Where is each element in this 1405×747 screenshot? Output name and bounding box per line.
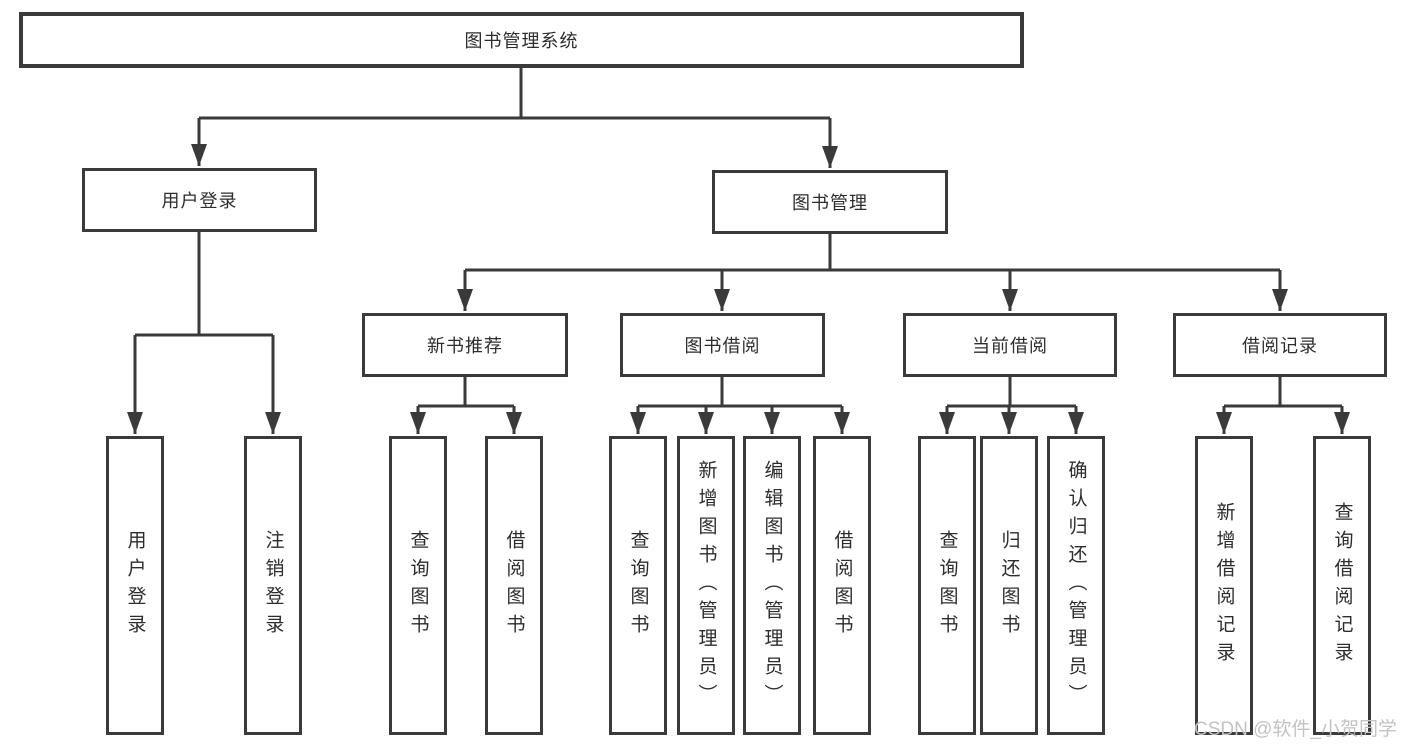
leaf-add-borrow-record: 新增借阅记录 (1195, 436, 1253, 735)
leaf-add-books-admin: 新增图书（管理员） (677, 436, 735, 735)
node-current-borrowing: 当前借阅 (903, 313, 1117, 377)
node-label: 查询借阅记录 (1331, 501, 1353, 670)
leaf-borrow-books-recommend: 借阅图书 (485, 436, 543, 735)
node-label: 注销登录 (262, 529, 284, 642)
node-label: 查询图书 (627, 529, 649, 642)
leaf-query-books-current: 查询图书 (918, 436, 976, 735)
node-label: 查询图书 (936, 529, 958, 642)
node-user-login: 用户登录 (82, 168, 317, 232)
leaf-query-books-recommend: 查询图书 (389, 436, 447, 735)
node-new-book-recommendation: 新书推荐 (362, 313, 568, 377)
leaf-edit-books-admin: 编辑图书（管理员） (743, 436, 801, 735)
leaf-return-books: 归还图书 (980, 436, 1038, 735)
node-label: 借阅图书 (503, 529, 525, 642)
node-label: 借阅记录 (1242, 336, 1318, 356)
node-label: 新书推荐 (427, 336, 503, 356)
node-label: 确认归还（管理员） (1065, 459, 1087, 712)
node-label: 新增借阅记录 (1213, 501, 1235, 670)
node-label: 查询图书 (407, 529, 429, 642)
node-label: 编辑图书（管理员） (761, 459, 783, 712)
node-book-management: 图书管理 (712, 170, 948, 234)
leaf-query-borrow-record: 查询借阅记录 (1313, 436, 1371, 735)
node-label: 新增图书（管理员） (695, 459, 717, 712)
leaf-logout-login: 注销登录 (244, 436, 302, 735)
node-borrowing-records: 借阅记录 (1173, 313, 1387, 377)
node-label: 用户登录 (124, 529, 146, 642)
leaf-borrow-books: 借阅图书 (813, 436, 871, 735)
leaf-confirm-return-admin: 确认归还（管理员） (1047, 436, 1105, 735)
leaf-query-books-borrow: 查询图书 (609, 436, 667, 735)
node-label: 当前借阅 (972, 336, 1048, 356)
node-label: 用户登录 (161, 191, 238, 211)
node-label: 借阅图书 (831, 529, 853, 642)
node-label: 图书借阅 (684, 336, 761, 356)
node-book-borrowing: 图书借阅 (620, 313, 825, 377)
leaf-user-login: 用户登录 (106, 436, 164, 735)
csdn-watermark: CSDN @软件_小贺同学 (1194, 719, 1397, 740)
node-root-library-system: 图书管理系统 (19, 12, 1024, 68)
node-label: 图书管理 (792, 193, 868, 213)
node-label: 归还图书 (998, 529, 1020, 642)
node-label: 图书管理系统 (464, 31, 579, 51)
